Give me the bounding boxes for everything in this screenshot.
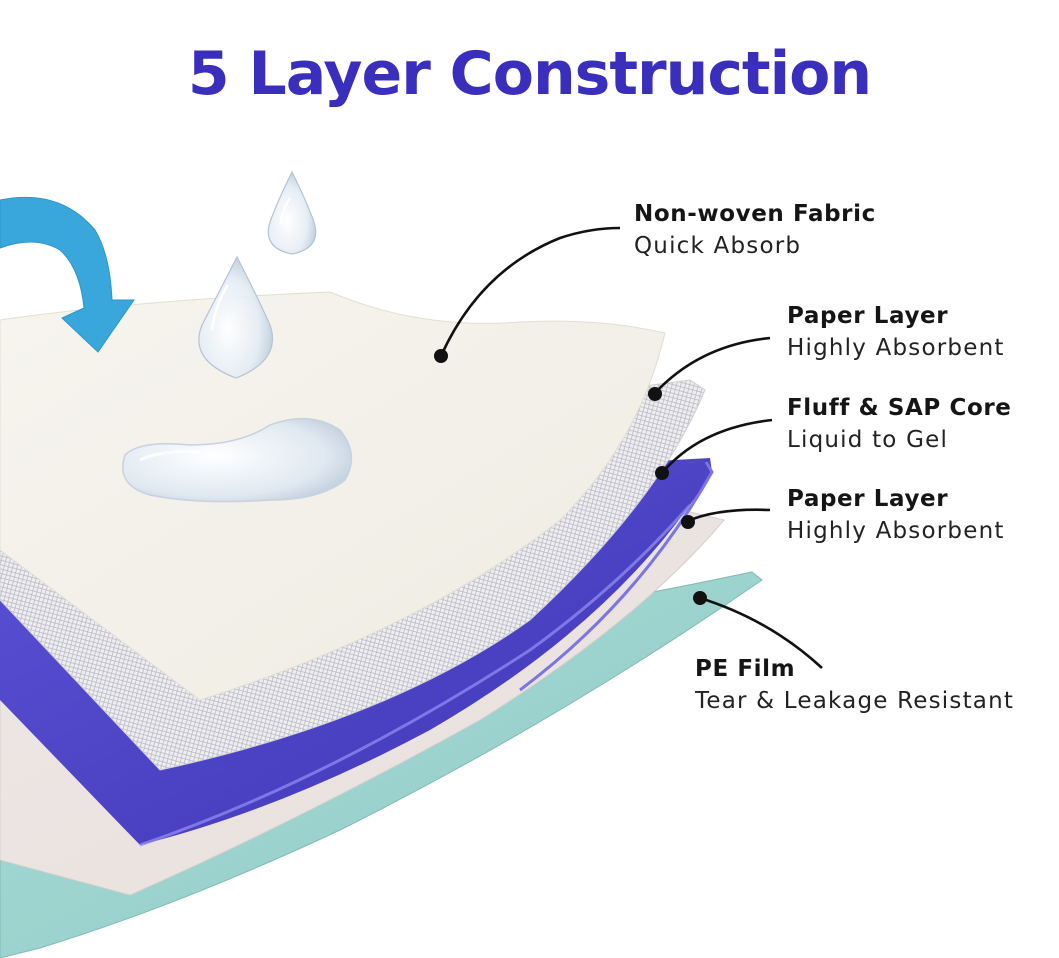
layer-name: Paper Layer xyxy=(787,486,949,512)
water-puddle-icon xyxy=(122,417,353,503)
leader-dots xyxy=(434,349,707,605)
layer-description: Highly Absorbent xyxy=(787,518,1005,544)
layer-name: Fluff & SAP Core xyxy=(787,395,1012,421)
layer-label-paper-layer-bottom: Paper Layer Highly Absorbent xyxy=(787,483,1005,547)
layer-label-non-woven-fabric: Non-woven Fabric Quick Absorb xyxy=(634,198,876,262)
water-drop-icon xyxy=(198,255,274,379)
layer-name: Non-woven Fabric xyxy=(634,201,876,227)
layer-description: Quick Absorb xyxy=(634,233,802,259)
curved-down-arrow-icon xyxy=(0,196,135,353)
layer-label-paper-layer-top: Paper Layer Highly Absorbent xyxy=(787,300,1005,364)
layer-description: Tear & Leakage Resistant xyxy=(695,688,1015,714)
page-title: 5 Layer Construction xyxy=(187,39,872,109)
water-drop-icon xyxy=(267,170,317,255)
layer-label-pe-film: PE Film Tear & Leakage Resistant xyxy=(695,653,1014,717)
layer-description: Highly Absorbent xyxy=(787,335,1005,361)
layer-description: Liquid to Gel xyxy=(787,427,949,453)
layer-label-fluff-sap-core: Fluff & SAP Core Liquid to Gel xyxy=(787,392,1012,456)
layer-name: Paper Layer xyxy=(787,303,949,329)
layer-name: PE Film xyxy=(695,656,796,682)
leader-lines xyxy=(439,226,823,669)
